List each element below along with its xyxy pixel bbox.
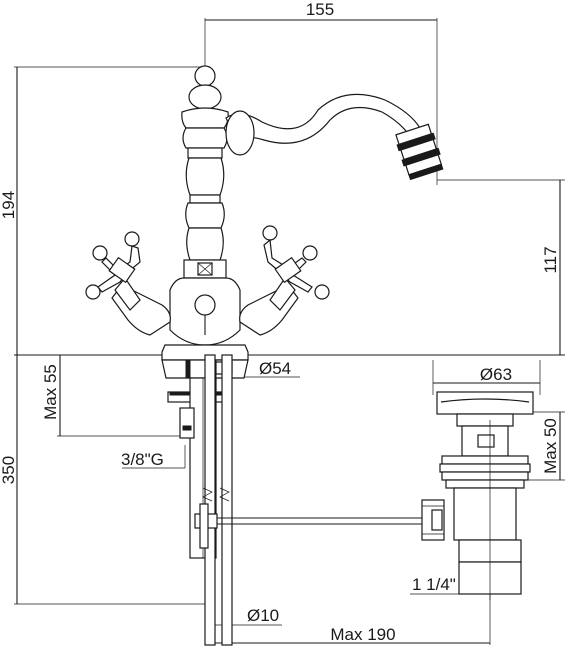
dim-pipe-diameter: Ø10 (247, 606, 279, 625)
dim-thread: 3/8"G (121, 450, 164, 469)
dim-tail-length: 350 (0, 456, 18, 484)
dim-waste-thread: 1 1/4" (412, 575, 456, 594)
dim-waste-diameter: Ø63 (480, 365, 512, 384)
dim-top-width: 155 (306, 0, 334, 19)
dim-max-deck: Max 55 (41, 364, 60, 420)
dim-waste-max: Max 50 (541, 418, 560, 474)
spout (225, 93, 444, 181)
shank-and-pipes (167, 354, 428, 646)
faucet-body (169, 65, 241, 346)
left-handle (85, 231, 171, 336)
dim-total-height: 194 (0, 191, 18, 219)
dim-spout-height: 117 (541, 246, 560, 273)
waste-assembly (421, 391, 534, 600)
dim-max-reach: Max 190 (330, 625, 395, 644)
right-handle (239, 225, 330, 336)
dim-base-diameter: Ø54 (259, 359, 291, 378)
